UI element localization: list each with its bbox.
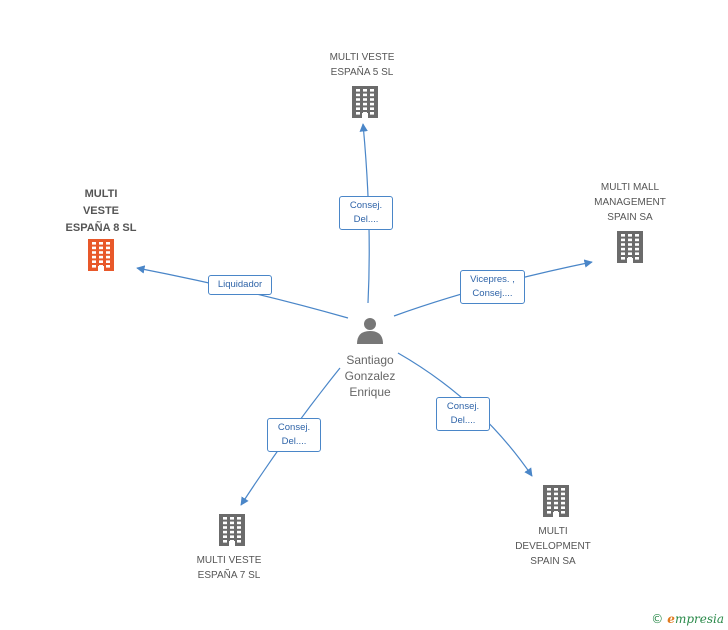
edge-label-mmm[interactable]: Vicepres. , Consej....: [460, 270, 525, 304]
edge-label-mv7[interactable]: Consej. Del....: [267, 418, 321, 452]
edge-label-mds[interactable]: Consej. Del....: [436, 397, 490, 431]
edge-label-mv8[interactable]: Liquidador: [208, 275, 272, 295]
company-name-mds[interactable]: MULTI DEVELOPMENT SPAIN SA: [515, 526, 591, 567]
copyright-mark: ©: [651, 612, 664, 626]
edge-label-mv5[interactable]: Consej. Del....: [339, 196, 393, 230]
brand-initial: e: [667, 612, 675, 626]
company-name-mv5[interactable]: MULTI VESTE ESPAÑA 5 SL: [329, 52, 395, 78]
building-icon-mmm[interactable]: [617, 231, 643, 263]
building-icon-mv8[interactable]: [88, 239, 114, 271]
center-person-name[interactable]: Santiago Gonzalez Enrique: [344, 353, 396, 399]
brand-name: mpresia: [674, 612, 724, 626]
building-icon-mv7[interactable]: [219, 514, 245, 546]
person-icon[interactable]: [357, 318, 383, 344]
building-icon-mds[interactable]: [543, 485, 569, 517]
company-name-mmm[interactable]: MULTI MALL MANAGEMENT SPAIN SA: [594, 182, 666, 223]
company-name-mv8[interactable]: MULTI VESTE ESPAÑA 8 SL: [65, 188, 137, 234]
company-name-mv7[interactable]: MULTI VESTE ESPAÑA 7 SL: [196, 555, 262, 581]
empresia-logo[interactable]: ©empresia: [651, 612, 724, 626]
building-icon-mv5[interactable]: [352, 86, 378, 118]
